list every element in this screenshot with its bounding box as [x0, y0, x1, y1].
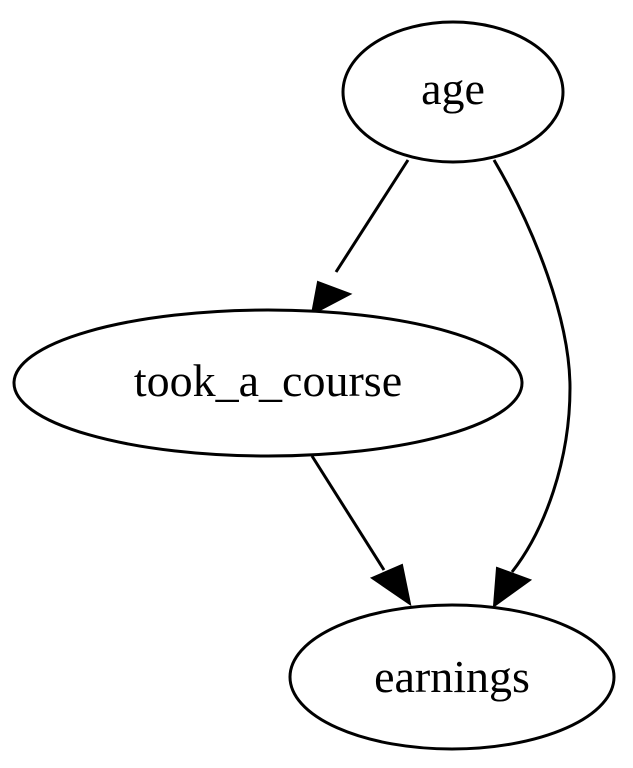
edge-took-a-course-to-earnings	[310, 455, 412, 607]
node-earnings-label: earnings	[374, 651, 530, 702]
node-age-ellipse	[341, 20, 565, 164]
node-earnings-ellipse	[288, 603, 616, 751]
edge-age-to-earnings	[492, 159, 572, 609]
arrowhead-icon	[369, 563, 412, 607]
node-took-a-course-label: took_a_course	[134, 355, 402, 406]
node-age: age	[341, 20, 565, 164]
node-took-a-course: took_a_course	[12, 308, 524, 458]
arrowhead-icon	[310, 280, 353, 316]
node-took-a-course-ellipse	[12, 308, 524, 458]
arrowhead-icon	[492, 566, 533, 609]
edge-age-to-took-a-course	[310, 159, 410, 316]
node-age-label: age	[421, 63, 485, 114]
node-earnings: earnings	[288, 603, 616, 751]
